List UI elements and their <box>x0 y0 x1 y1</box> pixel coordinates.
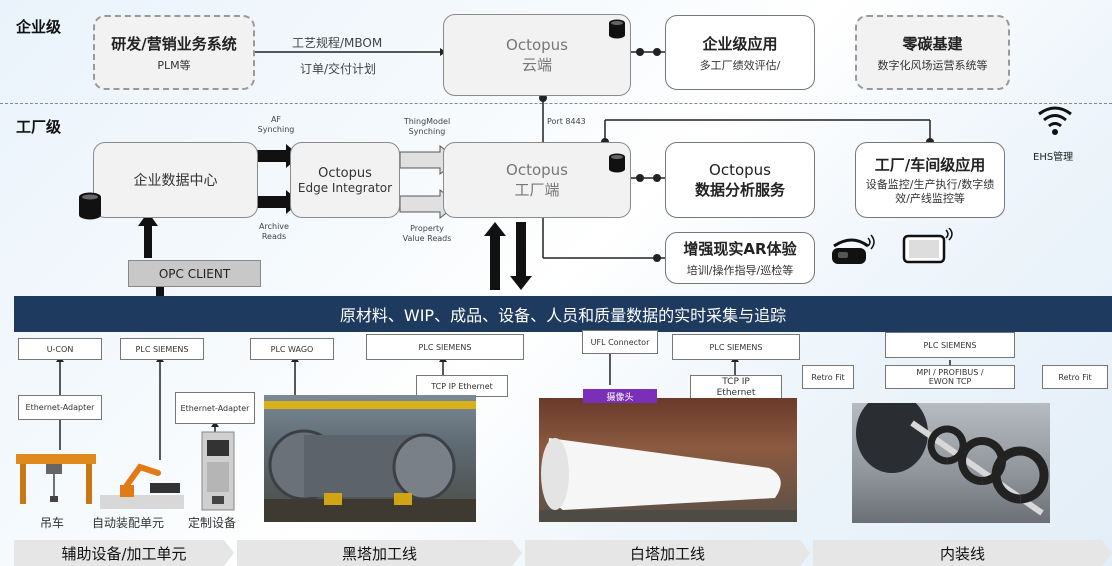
line-white-tower: 白塔加工线 <box>525 540 810 566</box>
line-black-tower: 黑塔加工线 <box>237 540 522 566</box>
property-reads-label: Property Value Reads <box>402 224 452 243</box>
opc-client-box: OPC CLIENT <box>128 260 261 287</box>
cloud-title: Octopus <box>506 35 568 54</box>
af-sync-label: AF Synching <box>257 115 295 134</box>
ufl-connector: UFL Connector <box>582 330 658 354</box>
factory-level-label: 工厂级 <box>16 118 62 136</box>
plc-siemens-3: PLC SIEMENS <box>672 334 800 360</box>
camera-tag: 摄像头 <box>583 389 657 403</box>
tcp-ip-1: TCP IP Ethernet <box>416 375 508 397</box>
ar-subtitle: 培训/操作指导/巡检等 <box>686 264 794 277</box>
ehs-label: EHS管理 <box>1033 152 1074 163</box>
apps-subtitle: 多工厂绩效评估/ <box>699 58 781 72</box>
plc-wago: PLC WAGO <box>250 338 334 360</box>
plant-title: Octopus <box>506 160 568 179</box>
order-label: 订单/交付计划 <box>300 62 377 76</box>
shop-title: 工厂/车间级应用 <box>874 156 986 174</box>
line-internal: 内装线 <box>813 540 1112 566</box>
cloud-subtitle: 云端 <box>521 55 552 74</box>
zero-carbon-box: 零碳基建 数字化风场运营系统等 <box>855 15 1010 90</box>
zero-subtitle: 数字化风场运营系统等 <box>877 58 988 72</box>
rd-subtitle: PLM等 <box>157 58 191 72</box>
enterprise-level-label: 企业级 <box>16 18 62 36</box>
ar-title: 增强现实AR体验 <box>683 240 797 258</box>
plc-siemens-1: PLC SIEMENS <box>120 338 204 360</box>
crane-image <box>16 454 96 504</box>
ar-experience-box: 增强现实AR体验 培训/操作指导/巡检等 <box>665 232 815 284</box>
custom-caption: 定制设备 <box>188 516 237 530</box>
rd-marketing-system-box: 研发/营销业务系统 PLM等 <box>93 15 255 90</box>
port-label: Port 8443 <box>547 117 586 126</box>
analytics-subtitle: 数据分析服务 <box>694 180 785 199</box>
vr-headset-icon <box>832 234 875 264</box>
octopus-plant-box: Octopus 工厂端 <box>443 142 631 218</box>
plc-ucon: U-CON <box>18 338 102 360</box>
shop-subtitle: 设备监控/生产执行/数字绩效/产线监控等 <box>865 178 995 205</box>
ehs-wifi-icon <box>1038 106 1072 135</box>
level-divider <box>0 103 1112 104</box>
zero-title: 零碳基建 <box>902 34 963 53</box>
mbom-label: 工艺规程/MBOM <box>292 36 383 50</box>
data-collection-banner: 原材料、WIP、成品、设备、人员和质量数据的实时采集与追踪 <box>14 296 1112 332</box>
mpi-profibus: MPI / PROFIBUS / EWON TCP <box>885 365 1015 389</box>
octopus-cloud-box: Octopus 云端 <box>443 14 631 96</box>
assembly-robot-image <box>100 463 184 509</box>
retro-fit-1: Retro Fit <box>802 365 854 389</box>
line-auxiliary: 辅助设备/加工单元 <box>14 540 234 566</box>
plant-subtitle: 工厂端 <box>514 180 560 199</box>
assembly-caption: 自动装配单元 <box>92 516 165 530</box>
datacenter-title: 企业数据中心 <box>133 173 218 189</box>
shop-floor-apps-box: 工厂/车间级应用 设备监控/生产执行/数字绩效/产线监控等 <box>855 142 1005 218</box>
white-tower-image <box>539 398 797 522</box>
black-tower-image <box>264 395 476 522</box>
internal-line-image <box>852 403 1050 523</box>
database-icon <box>79 192 101 220</box>
ethernet-adapter-1: Ethernet-Adapter <box>18 395 102 420</box>
enterprise-apps-box: 企业级应用 多工厂绩效评估/ <box>665 15 815 90</box>
apps-title: 企业级应用 <box>702 34 778 53</box>
edge-title: Octopus <box>318 165 372 181</box>
analytics-title: Octopus <box>709 160 771 179</box>
thingmodel-sync-label: ThingModel Synching <box>403 117 451 136</box>
analytics-service-box: Octopus 数据分析服务 <box>665 142 815 218</box>
edge-subtitle: Edge Integrator <box>297 180 393 195</box>
archive-label: Archive Reads <box>259 222 289 241</box>
plc-siemens-2: PLC SIEMENS <box>366 334 524 360</box>
database-icon <box>609 19 625 39</box>
rd-title: 研发/营销业务系统 <box>111 34 237 53</box>
database-icon <box>609 153 625 173</box>
enterprise-datacenter-box: 企业数据中心 <box>93 142 258 218</box>
custom-equipment-image <box>201 431 235 511</box>
ethernet-adapter-2: Ethernet-Adapter <box>175 392 255 424</box>
plc-siemens-4: PLC SIEMENS <box>885 332 1015 358</box>
crane-caption: 吊车 <box>40 516 65 530</box>
edge-integrator-box: Octopus Edge Integrator <box>290 142 400 218</box>
tablet-icon <box>902 228 953 264</box>
retro-fit-2: Retro Fit <box>1042 365 1108 389</box>
